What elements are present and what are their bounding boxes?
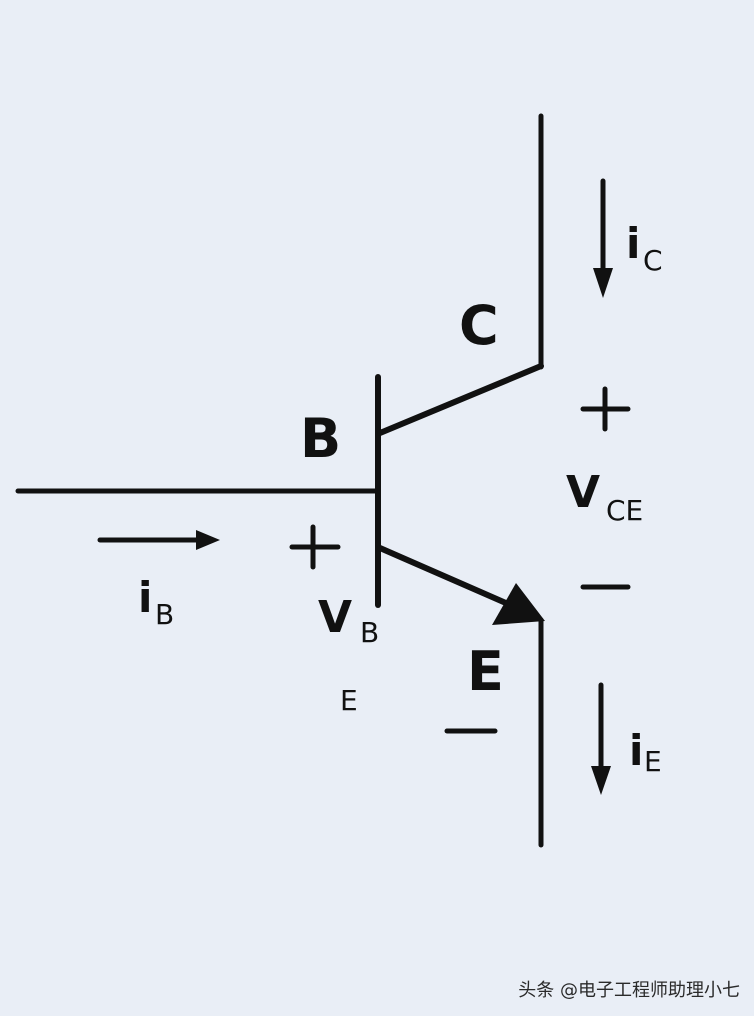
ib-label: i xyxy=(138,573,152,622)
ie-label: i xyxy=(629,726,643,775)
base-label: B xyxy=(300,407,341,470)
emitter-arrowhead xyxy=(492,583,545,625)
emitter-diagonal xyxy=(377,545,518,610)
ib-arrow-head xyxy=(196,530,220,550)
ic-label: i xyxy=(626,219,640,268)
collector-diagonal xyxy=(377,363,544,436)
ie-arrow-head xyxy=(591,766,611,795)
ib-sub: B xyxy=(155,598,174,631)
emitter-label: E xyxy=(467,640,504,703)
vce-label: V xyxy=(566,467,600,518)
ic-sub: C xyxy=(643,244,663,277)
ie-sub: E xyxy=(644,745,662,778)
vbe-sub-e: E xyxy=(340,684,358,717)
vce-sub: CE xyxy=(606,494,643,527)
collector-label: C xyxy=(459,294,499,357)
watermark: 头条 @电子工程师助理小七 xyxy=(518,980,740,1001)
ic-arrow-head xyxy=(593,268,613,298)
vbe-label: V xyxy=(318,592,352,643)
vbe-sub-b: B xyxy=(360,616,379,649)
